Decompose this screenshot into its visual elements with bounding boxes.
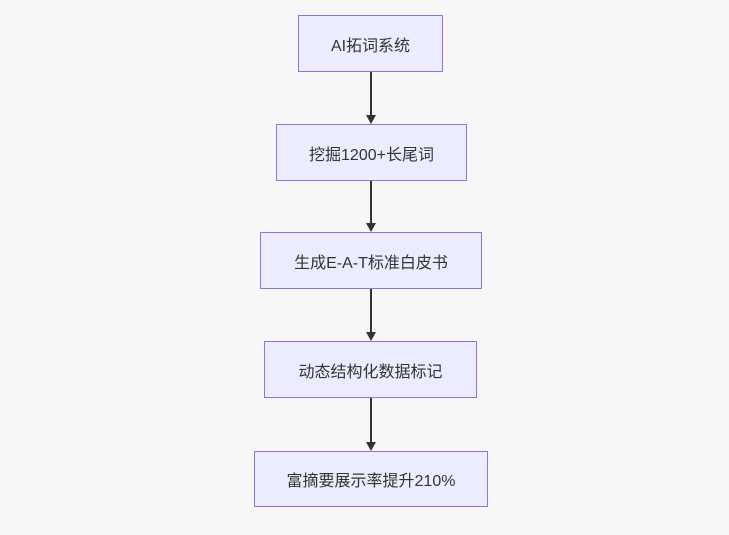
flow-node-label: 动态结构化数据标记 [298, 363, 443, 381]
flow-node-label: 富摘要展示率提升210% [286, 473, 456, 490]
flow-arrow [366, 181, 376, 232]
flow-node-longtail-keywords: 挖掘1200+长尾词 [276, 124, 467, 181]
flow-node-eat-whitepaper: 生成E-A-T标准白皮书 [260, 232, 482, 289]
flow-node-rich-snippet-rate: 富摘要展示率提升210% [254, 451, 488, 507]
flow-node-label: 挖掘1200+长尾词 [309, 146, 434, 164]
flow-node-label: AI拓词系统 [330, 37, 411, 55]
arrowhead-down-icon [366, 332, 376, 341]
flow-node-ai-word-expansion: AI拓词系统 [298, 15, 443, 72]
arrow-shaft [370, 72, 372, 115]
flow-arrow [366, 398, 376, 451]
flow-arrow [366, 289, 376, 341]
flow-arrow [366, 72, 376, 124]
arrowhead-down-icon [366, 115, 376, 124]
arrowhead-down-icon [366, 442, 376, 451]
arrow-shaft [370, 289, 372, 332]
arrow-shaft [370, 398, 372, 442]
flow-node-label: 生成E-A-T标准白皮书 [294, 254, 448, 272]
arrowhead-down-icon [366, 223, 376, 232]
flow-node-structured-data-markup: 动态结构化数据标记 [264, 341, 477, 398]
arrow-shaft [370, 181, 372, 223]
